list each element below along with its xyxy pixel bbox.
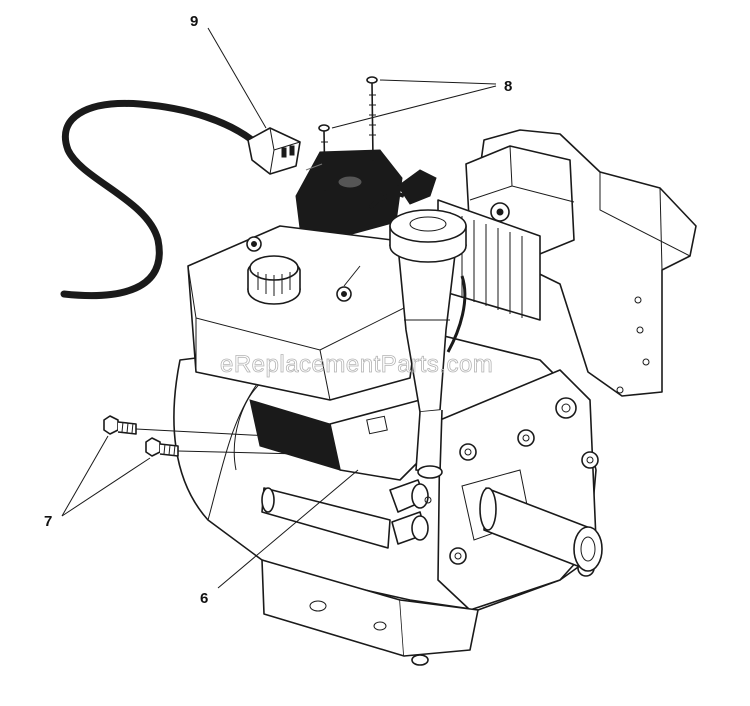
callout-6: 6: [200, 590, 208, 607]
bolt-upper: [103, 415, 137, 435]
screw-long: [366, 76, 378, 161]
watermark-text: eReplacementParts.com: [220, 351, 493, 378]
electric-starter-box: [295, 149, 403, 235]
callout-9: 9: [190, 13, 198, 30]
bolt-lower: [145, 437, 179, 457]
callout-8: 8: [504, 78, 512, 95]
callout-7: 7: [44, 513, 52, 530]
fuel-tank: [187, 225, 421, 401]
air-filter: [389, 209, 467, 479]
blower-shroud: [249, 399, 441, 481]
engine-block: [173, 129, 697, 666]
leader-lines: [61, 27, 497, 589]
spark-plug-boot: [368, 169, 467, 353]
screw-short: [318, 124, 330, 191]
power-cord: [60, 99, 301, 300]
